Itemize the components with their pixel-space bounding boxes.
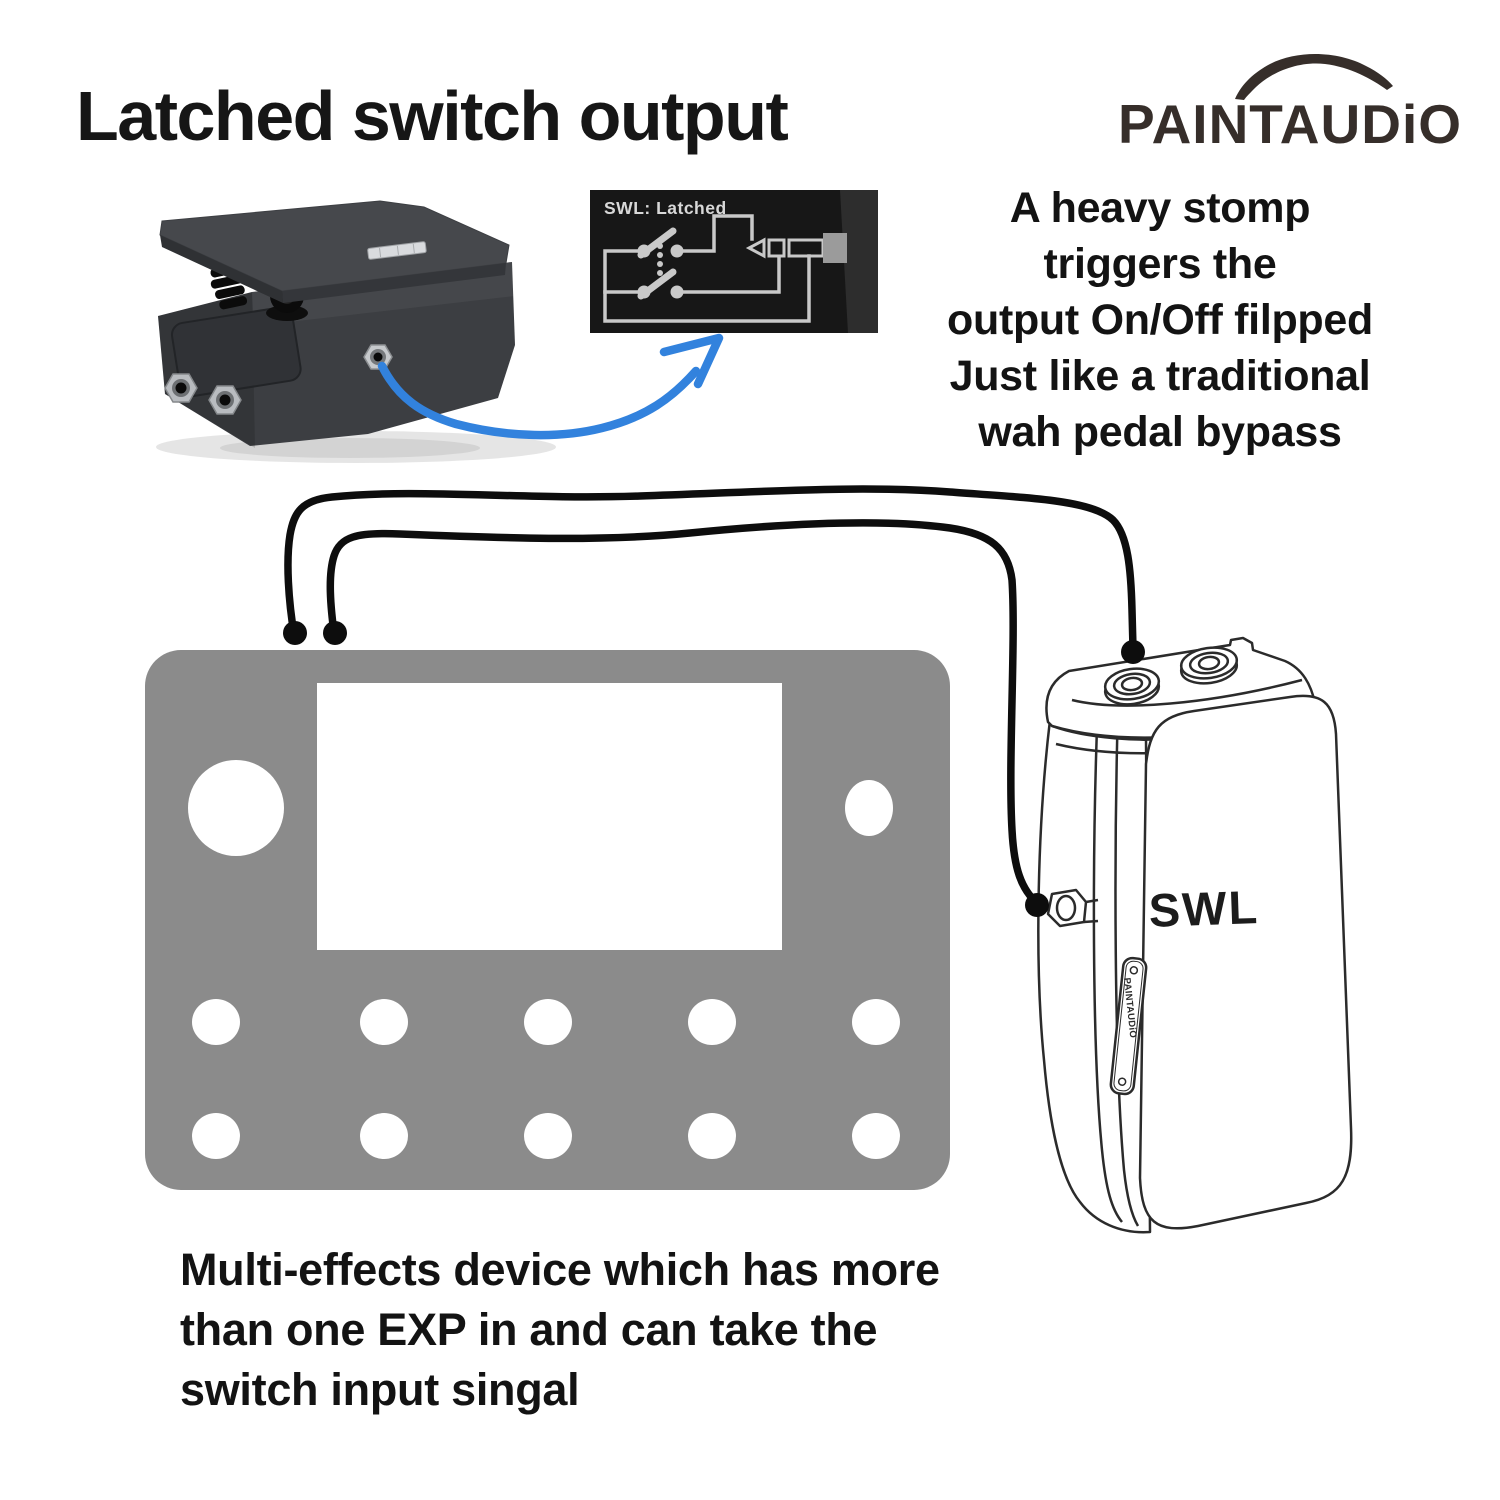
patch-cable-a	[284, 485, 1137, 652]
cable-plug-dots	[283, 621, 1145, 917]
swl-brand-strip	[1109, 956, 1148, 1096]
pedal-base	[158, 262, 515, 446]
device-footswitch-row-2	[192, 1113, 900, 1159]
device-screen	[317, 683, 782, 950]
swl-side-jack	[1046, 888, 1099, 928]
panel-photo-edge	[840, 190, 878, 333]
patch-cables	[284, 485, 1137, 907]
cable-plug-swl-side	[1025, 893, 1049, 917]
cable-plug-device-exp1	[283, 621, 307, 645]
swl-cap-surface-line	[1071, 678, 1303, 707]
note-right-line: output On/Off filpped	[947, 296, 1373, 344]
pedal-treadle-edge-front	[282, 263, 506, 303]
swl-front-face	[1138, 694, 1353, 1230]
note-bottom-line: switch input singal	[180, 1364, 580, 1415]
pedal-metal-clip	[367, 241, 427, 260]
trs-plug-icon	[745, 233, 847, 263]
cable-plug-device-exp2	[323, 621, 347, 645]
note-right-line: Just like a traditional	[949, 352, 1371, 400]
device-footswitch-row-1	[192, 999, 900, 1045]
pedal-treadle-top	[159, 200, 510, 292]
note-bottom-line: than one EXP in and can take the	[180, 1304, 878, 1355]
device-knob	[188, 760, 284, 856]
wiring-diagram-panel: SWL: Latched	[590, 190, 878, 333]
logo-arc	[1235, 54, 1393, 100]
swl-name-label: SWL	[1148, 880, 1260, 937]
pedal-base-pad	[170, 306, 302, 398]
switch-contacts	[637, 244, 684, 299]
cable-plug-swl-top	[1121, 640, 1145, 664]
swl-side-contour-1	[1092, 699, 1123, 1223]
patch-cable-b	[326, 519, 1041, 907]
blue-arrow	[377, 333, 724, 440]
note-right-line: wah pedal bypass	[978, 408, 1342, 456]
note-right-line: A heavy stomp	[1009, 184, 1311, 232]
device-led	[845, 780, 893, 836]
pedal-jack-left-1	[164, 373, 198, 403]
expression-pedal-photo	[156, 200, 556, 463]
swl-top-jack-left	[1103, 667, 1161, 706]
note-right-line: triggers the	[1043, 240, 1277, 288]
note-bottom-line: Multi-effects device which has more	[180, 1244, 940, 1295]
pedal-jack-left-2	[208, 385, 242, 415]
pedal-shadow-core	[220, 438, 480, 458]
panel-label: SWL: Latched	[604, 198, 727, 218]
swl-top-jack-right	[1179, 646, 1239, 685]
switch-circuit	[603, 214, 811, 323]
switch-gang-dots	[657, 243, 663, 285]
note-bottom: Multi-effects device which has more than…	[180, 1240, 980, 1420]
multi-effects-device	[145, 650, 950, 1190]
note-right: A heavy stomp triggers the output On/Off…	[920, 180, 1400, 460]
swl-pedal-drawing: PAINTAUDiO SWL	[1037, 636, 1353, 1234]
pedal-treadle-edge-left	[160, 235, 283, 303]
page-title: Latched switch output	[76, 77, 789, 155]
brand-logo-text: PAINTAUDiO	[1117, 93, 1463, 155]
